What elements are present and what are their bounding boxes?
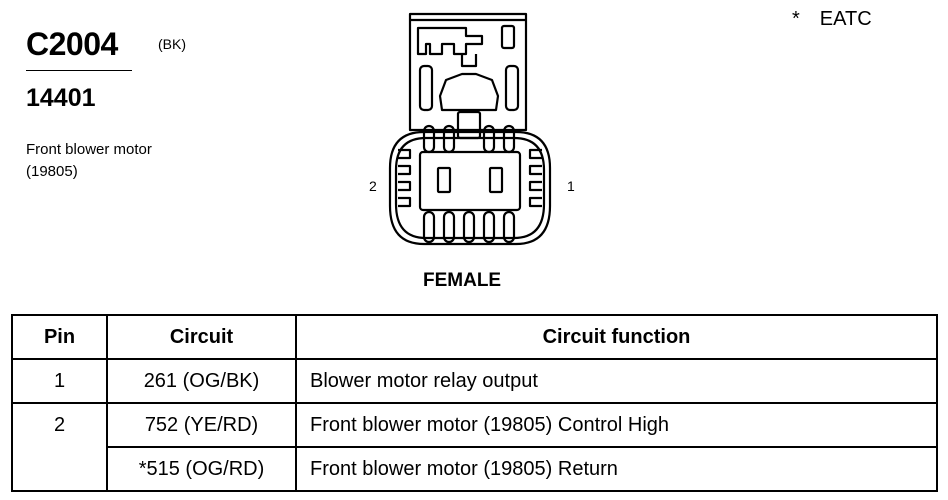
table-row: *515 (OG/RD) Front blower motor (19805) … <box>11 446 938 492</box>
connector-description: Front blower motor <box>26 141 152 158</box>
connector-color: (BK) <box>158 36 186 52</box>
connector-body <box>388 130 552 246</box>
pinout-table: Pin Circuit Circuit function 1 261 (OG/B… <box>11 314 938 492</box>
pin-label-2: 2 <box>369 178 377 194</box>
column-header-pin: Pin <box>11 314 108 360</box>
column-header-circuit-function: Circuit function <box>295 314 938 360</box>
pin-cell <box>11 447 108 492</box>
footnote-legend: * EATC <box>792 8 872 31</box>
pin-cell: 1 <box>11 358 108 404</box>
terminal-pin-2 <box>436 166 452 194</box>
connector-face-drawing <box>388 12 552 246</box>
pin-cell: 2 <box>11 402 108 447</box>
table-header-row: Pin Circuit Circuit function <box>11 314 938 360</box>
pin-label-1: 1 <box>567 178 575 194</box>
footnote-marker: * <box>792 8 800 30</box>
terminal-pin-1 <box>488 166 504 194</box>
title-underline <box>26 70 132 71</box>
connector-id: C2004 <box>26 26 118 62</box>
terminal-cavity <box>418 150 522 212</box>
connector-gender-label: FEMALE <box>423 270 502 291</box>
part-number: 14401 <box>26 84 96 112</box>
circuit-cell: 261 (OG/BK) <box>106 358 297 404</box>
connector-latch <box>416 26 484 56</box>
connector-description-part: (19805) <box>26 163 78 180</box>
footnote-text: EATC <box>819 8 872 30</box>
function-cell: Blower motor relay output <box>295 358 938 404</box>
circuit-cell: 752 (YE/RD) <box>106 402 297 448</box>
connector-latch-housing <box>408 12 528 132</box>
function-cell: Front blower motor (19805) Return <box>295 446 938 492</box>
table-row: 2 752 (YE/RD) Front blower motor (19805)… <box>11 402 938 448</box>
circuit-cell: *515 (OG/RD) <box>106 446 297 492</box>
function-cell: Front blower motor (19805) Control High <box>295 402 938 448</box>
table-row: 1 261 (OG/BK) Blower motor relay output <box>11 358 938 404</box>
column-header-circuit: Circuit <box>106 314 297 360</box>
